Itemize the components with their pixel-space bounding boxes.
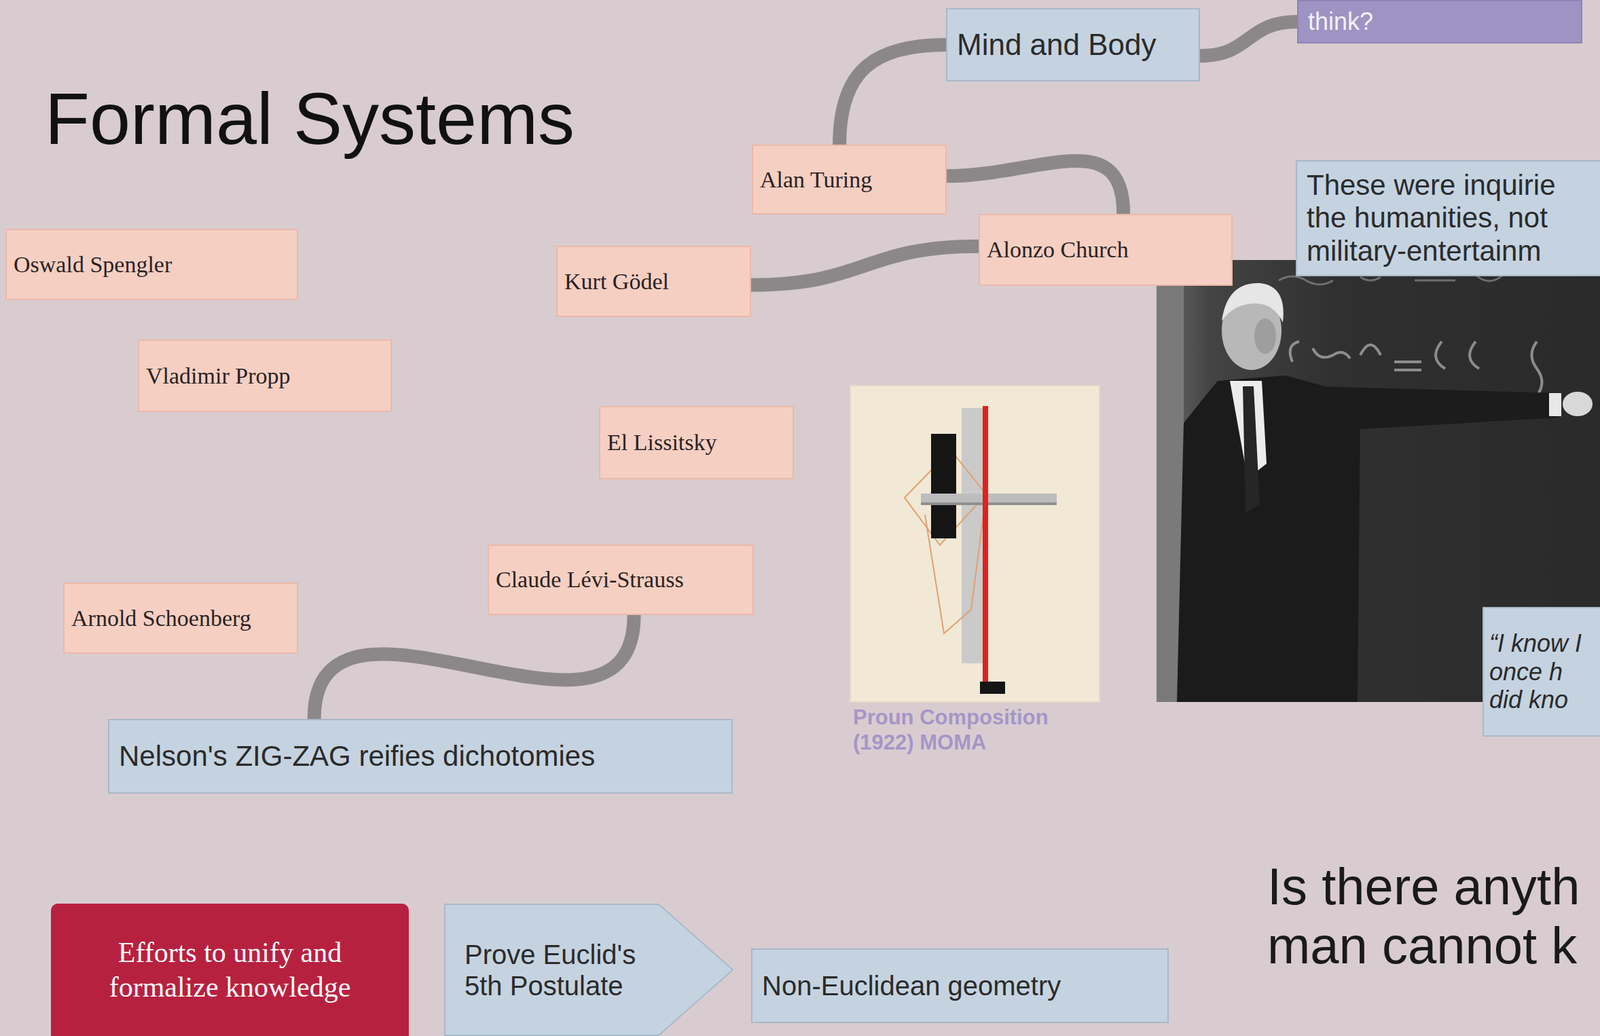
person-box: Arnold Schoenberg [63,582,299,654]
chevron-shape [444,903,734,1036]
connector-band [839,44,947,145]
node-text: Prove Euclid's 5th Postulate [464,939,652,1002]
node-text: Oswald Spengler [13,251,172,278]
connector-band [314,615,635,720]
person-box: Kurt Gödel [556,245,752,318]
node-text: “I know I once h did kno [1489,629,1595,714]
person-box: Alan Turing [751,144,947,215]
proun-painting [850,385,1100,703]
node-text: Non-Euclidean geometry [761,971,1061,1002]
node-text: Arnold Schoenberg [71,605,252,632]
chevron-box: Prove Euclid's 5th Postulate [444,903,734,1036]
heading-box: Efforts to unify and formalize knowledge [50,903,409,1036]
person-box: El Lissitsky [598,406,794,480]
node-text: Vladimir Propp [146,363,290,390]
note-box: think? [1297,0,1583,44]
topic-box: Mind and Body [946,8,1200,82]
node-text: Nelson's ZIG-ZAG reifies dichotomies [118,740,595,773]
node-text: El Lissitsky [607,429,718,456]
node-text: Efforts to unify and formalize knowledge [71,935,389,1005]
node-text: think? [1307,7,1374,36]
connector-band [751,246,979,286]
note-box: These were inquirie the humanities, not … [1295,160,1600,277]
chevron-outline [444,904,733,1036]
question-heading: Is there anyth man cannot k [1267,857,1596,976]
node-text: These were inquirie the humanities, not … [1306,169,1587,268]
person-box: Alonzo Church [978,213,1233,286]
node-text: Alan Turing [759,167,872,193]
connector-band [946,160,1124,214]
node-text: Claude Lévi-Strauss [495,567,684,593]
person-box: Claude Lévi-Strauss [487,544,754,616]
note-box: Nelson's ZIG-ZAG reifies dichotomies [107,719,733,794]
result-box: Non-Euclidean geometry [751,948,1169,1024]
node-text: Kurt Gödel [564,268,669,295]
person-box: Vladimir Propp [137,339,392,413]
image-caption: Proun Composition (1922) MOMA [852,704,1071,756]
quote-box: “I know I once h did kno [1482,607,1600,737]
node-text: Mind and Body [956,27,1157,62]
person-box: Oswald Spengler [5,228,299,301]
node-text: Alonzo Church [986,237,1129,263]
diagram-title: Formal Systems [44,76,575,161]
connector-band [1200,21,1298,56]
